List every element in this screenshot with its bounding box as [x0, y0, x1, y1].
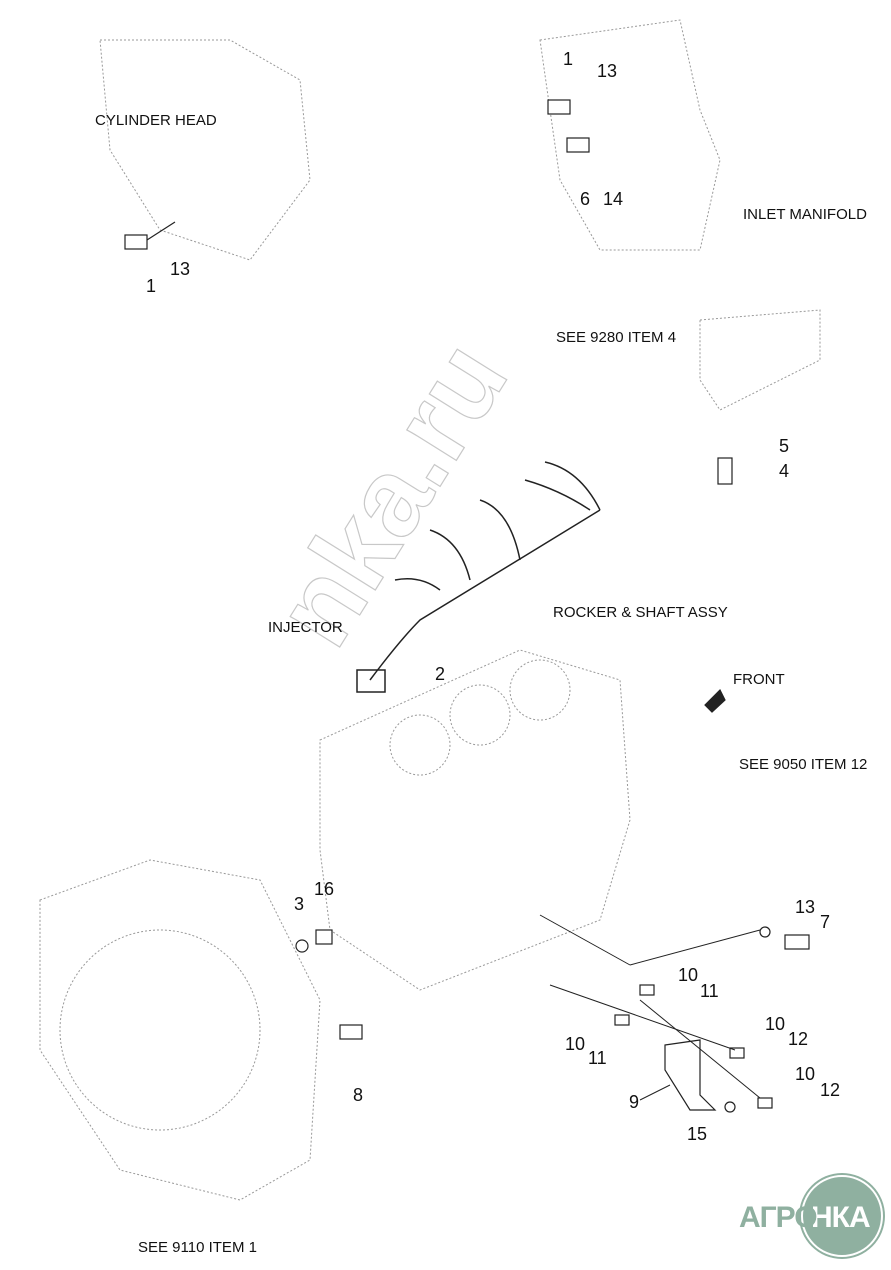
callout-13: 13 [795, 897, 816, 917]
callout-3: 3 [294, 894, 305, 914]
agronka-logo: НКА АГРО [735, 1175, 885, 1257]
callout-10: 10 [765, 1014, 786, 1034]
callout-13: 13 [170, 259, 191, 279]
label-see-9280: SEE 9280 ITEM 4 [556, 329, 677, 346]
callout-10: 10 [795, 1064, 816, 1084]
callout-7: 7 [820, 912, 831, 932]
engine-outlines [39, 19, 821, 1201]
callout-5: 5 [779, 436, 790, 456]
callout-9: 9 [629, 1092, 640, 1112]
callout-10: 10 [678, 965, 699, 985]
parts [124, 99, 810, 1113]
callout-2: 2 [435, 664, 446, 684]
callout-11: 11 [700, 981, 719, 1001]
callout-4: 4 [779, 461, 790, 481]
callout-15: 15 [687, 1124, 708, 1144]
callout-8: 8 [353, 1085, 364, 1105]
callout-6: 6 [580, 189, 591, 209]
label-front: FRONT [733, 671, 785, 688]
callout-16: 16 [314, 879, 335, 899]
logo-text: АГРО [739, 1201, 818, 1234]
label-rocker: ROCKER & SHAFT ASSY [553, 604, 728, 621]
callout-1: 1 [563, 49, 574, 69]
label-cylinder-head: CYLINDER HEAD [95, 112, 217, 129]
label-see-9050: SEE 9050 ITEM 12 [739, 756, 868, 773]
label-see-9110: SEE 9110 ITEM 1 [138, 1239, 257, 1256]
label-inlet-manifold: INLET MANIFOLD [743, 206, 867, 223]
callout-12: 12 [820, 1080, 841, 1100]
callout-1: 1 [146, 276, 157, 296]
callout-12: 12 [788, 1029, 809, 1049]
callout-11: 11 [588, 1048, 607, 1068]
callout-13: 13 [597, 61, 618, 81]
callout-10: 10 [565, 1034, 586, 1054]
callout-14: 14 [603, 189, 624, 209]
harness [356, 461, 601, 693]
logo-circle: НКА [801, 1175, 883, 1257]
leader-lines [539, 914, 761, 1101]
label-injector: INJECTOR [268, 619, 343, 636]
